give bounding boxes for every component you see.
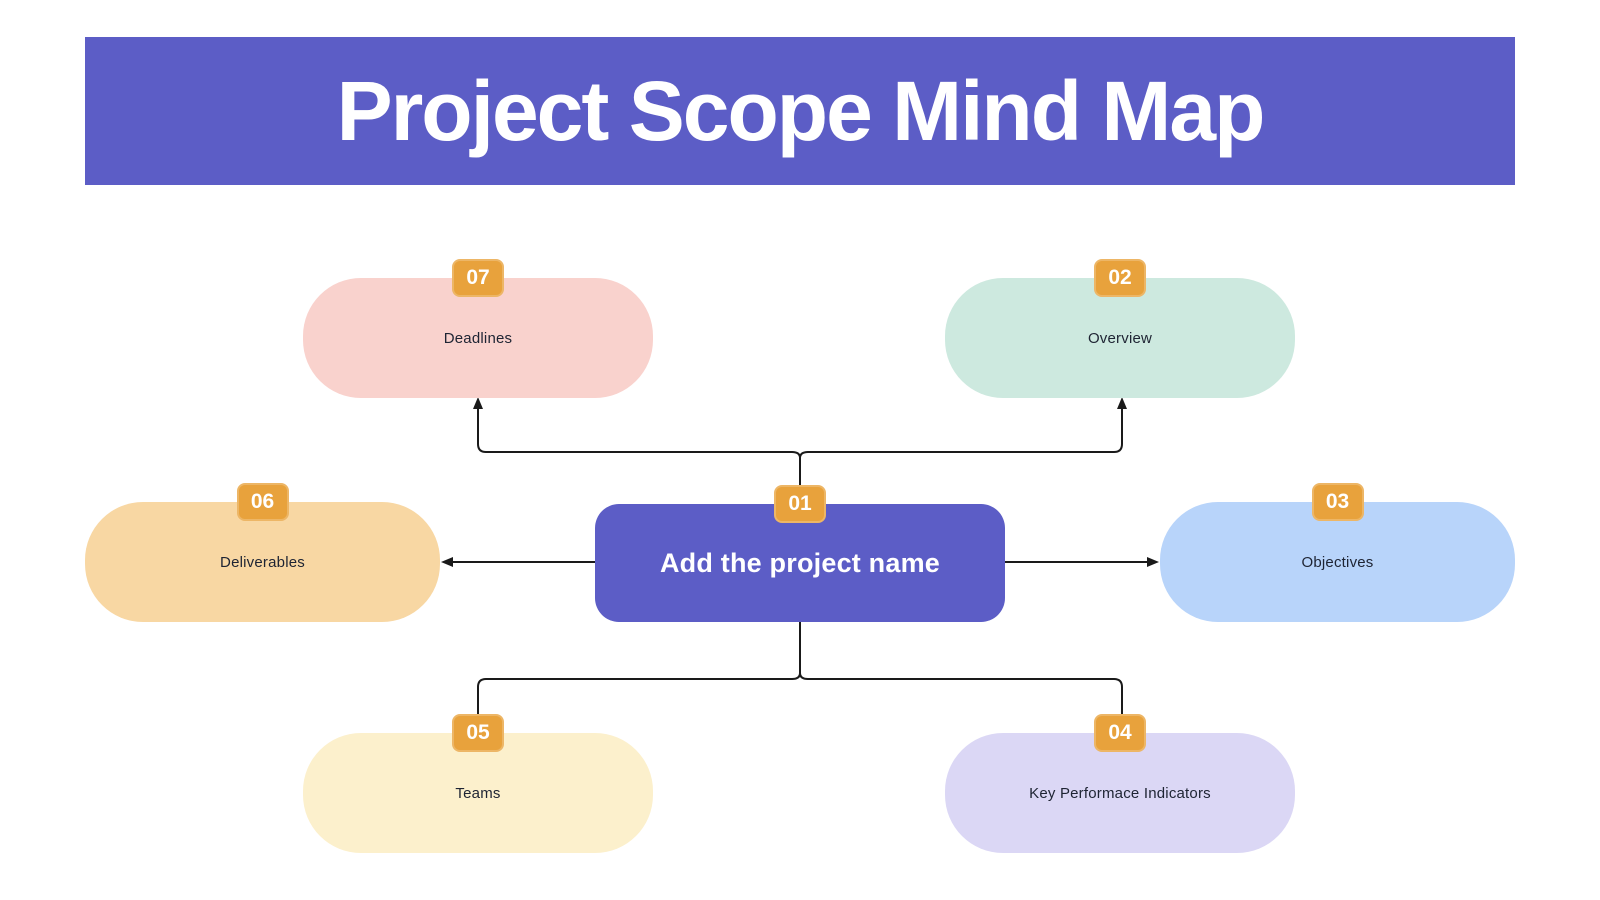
node-label-key-performance-indicators: Key Performace Indicators	[1029, 784, 1211, 802]
arrowhead-left-deliverables	[441, 557, 453, 567]
number-badge-02: 02	[1094, 259, 1146, 297]
number-badge-05: 05	[452, 714, 504, 752]
page-title: Project Scope Mind Map	[336, 63, 1266, 158]
connector-top-left-branch	[477, 407, 801, 459]
connector-center-to-top	[473, 397, 1127, 486]
connector-top-right-branch	[799, 407, 1123, 459]
arrowhead-up-overview	[1117, 397, 1127, 409]
arrowhead-right-objectives	[1147, 557, 1159, 567]
arrowhead-up-deadlines	[473, 397, 483, 409]
header-banner: Project Scope Mind Map	[85, 37, 1515, 185]
connector-bottom-right-branch	[799, 672, 1123, 715]
node-deadlines[interactable]: 07 Deadlines	[303, 259, 653, 398]
node-objectives[interactable]: 03 Objectives	[1160, 483, 1515, 622]
node-teams[interactable]: 05 Teams	[303, 714, 653, 853]
connector-center-to-bottom	[477, 621, 1123, 715]
node-label-project-name: Add the project name	[659, 547, 941, 578]
connector-center-to-left	[441, 557, 596, 567]
node-label-teams: Teams	[455, 784, 501, 802]
connector-center-to-right	[1004, 557, 1159, 567]
node-label-deliverables: Deliverables	[220, 553, 305, 571]
number-badge-07: 07	[452, 259, 504, 297]
connector-bottom-left-branch	[477, 672, 801, 715]
node-key-performance-indicators[interactable]: 04 Key Performace Indicators	[945, 714, 1295, 853]
node-overview[interactable]: 02 Overview	[945, 259, 1295, 398]
node-label-overview: Overview	[1087, 329, 1153, 347]
number-badge-03: 03	[1311, 483, 1364, 521]
node-label-objectives: Objectives	[1301, 553, 1374, 571]
number-badge-04: 04	[1094, 714, 1146, 752]
node-label-deadlines: Deadlines	[443, 329, 513, 347]
node-deliverables[interactable]: 06 Deliverables	[85, 483, 440, 622]
node-project-name-center[interactable]: 01 Add the project name	[595, 485, 1005, 622]
number-badge-01: 01	[774, 485, 826, 523]
number-badge-06: 06	[236, 483, 289, 521]
